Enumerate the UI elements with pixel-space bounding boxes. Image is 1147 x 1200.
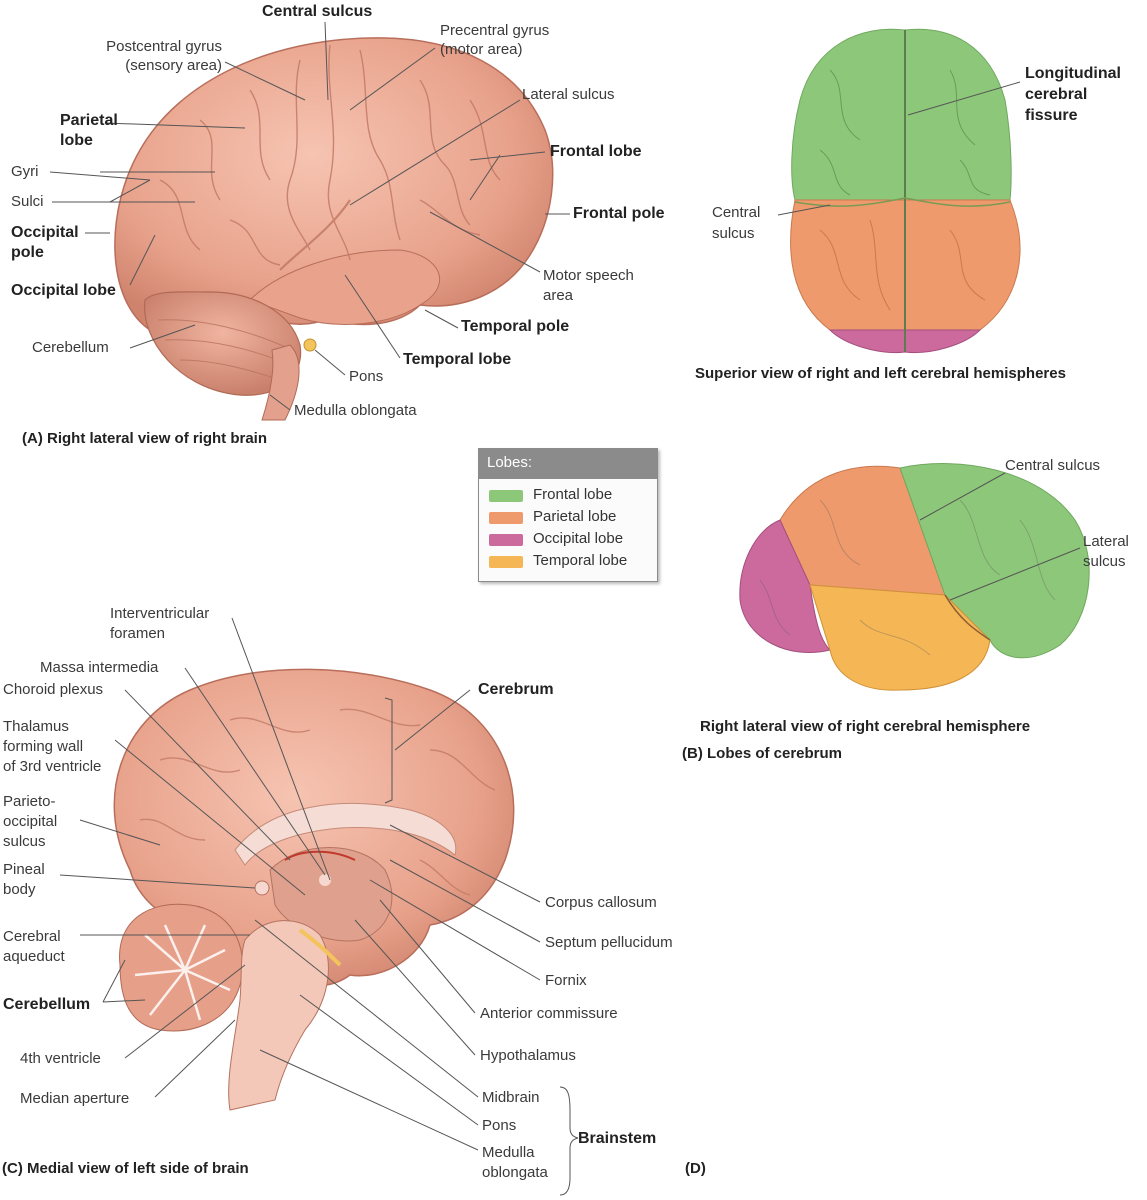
label-gyri: Gyri	[11, 163, 39, 180]
label-thalamus-3: of 3rd ventricle	[3, 758, 102, 775]
label-thalamus-2: forming wall	[3, 738, 84, 755]
label-hypothalamus: Hypothalamus	[480, 1047, 576, 1064]
caption-panel-d: (D)	[685, 1160, 706, 1177]
label-parietal-lobe-2: lobe	[60, 132, 93, 149]
legend-item-parietal: Parietal lobe	[489, 507, 657, 529]
label-parieto-occipital-sulcus: Parieto-	[3, 793, 56, 810]
label-lateral-sulcus-b-2: sulcus	[1083, 553, 1126, 570]
label-parieto-occipital-sulcus-3: sulcus	[3, 833, 46, 850]
label-fornix: Fornix	[545, 972, 587, 989]
label-longitudinal-fissure-3: fissure	[1025, 107, 1078, 124]
label-medulla-c: Medulla	[482, 1144, 535, 1161]
label-medulla-c-2: oblongata	[482, 1164, 548, 1181]
label-longitudinal-fissure: Longitudinal	[1025, 65, 1121, 82]
caption-panel-a: (A) Right lateral view of right brain	[22, 430, 268, 447]
label-central-sulcus-superior-2: sulcus	[712, 225, 755, 242]
label-postcentral-gyrus: Postcentral gyrus	[106, 38, 222, 55]
legend-swatch-frontal	[489, 490, 523, 502]
label-central-sulcus-lateral: Central sulcus	[1005, 457, 1101, 474]
legend-swatch-temporal	[489, 556, 523, 568]
label-pons-c: Pons	[482, 1117, 517, 1134]
legend-item-frontal: Frontal lobe	[489, 485, 657, 507]
legend-swatch-parietal	[489, 512, 523, 524]
label-central-sulcus-superior: Central	[712, 204, 761, 221]
lateral-lobes-illustration	[739, 463, 1090, 691]
label-medulla-a: Medulla oblongata	[294, 402, 417, 419]
label-interventricular-foramen: Interventricular	[110, 605, 210, 622]
label-anterior-commissure: Anterior commissure	[480, 1005, 618, 1022]
legend-swatch-occipital	[489, 534, 523, 546]
caption-lateral-view: Right lateral view of right cerebral hem…	[700, 718, 1031, 735]
caption-superior-view: Superior view of right and left cerebral…	[695, 365, 1066, 382]
label-cerebral-aqueduct: Cerebral	[3, 928, 61, 945]
label-sensory-area: (sensory area)	[125, 57, 222, 74]
label-motor-area: (motor area)	[440, 41, 523, 58]
caption-panel-c: (C) Medial view of left side of brain	[2, 1160, 249, 1177]
label-thalamus: Thalamus	[3, 718, 69, 735]
label-massa-intermedia: Massa intermedia	[40, 659, 159, 676]
label-median-aperture: Median aperture	[20, 1090, 130, 1107]
caption-panel-b: (B) Lobes of cerebrum	[682, 745, 843, 762]
label-choroid-plexus: Choroid plexus	[3, 681, 104, 698]
label-temporal-pole: Temporal pole	[461, 318, 570, 335]
label-cerebellum-a: Cerebellum	[32, 339, 109, 356]
lateral-brain-illustration	[114, 37, 554, 421]
leader-lines	[49, 21, 1081, 1196]
label-temporal-lobe: Temporal lobe	[403, 351, 512, 368]
label-cerebellum-c: Cerebellum	[3, 996, 91, 1013]
label-longitudinal-fissure-2: cerebral	[1025, 86, 1088, 103]
label-motor-speech-area: Motor speech	[543, 267, 634, 284]
lobes-legend: Lobes: Frontal lobe Parietal lobe Occipi…	[478, 448, 658, 582]
label-brainstem: Brainstem	[578, 1130, 657, 1147]
label-sulci: Sulci	[11, 193, 44, 210]
label-precentral-gyrus: Precentral gyrus	[440, 22, 550, 39]
label-corpus-callosum: Corpus callosum	[545, 894, 657, 911]
label-frontal-lobe: Frontal lobe	[550, 143, 642, 160]
label-cerebral-aqueduct-2: aqueduct	[3, 948, 65, 965]
label-midbrain: Midbrain	[482, 1089, 540, 1106]
label-pineal-body: Pineal	[3, 861, 45, 878]
label-parieto-occipital-sulcus-2: occipital	[3, 813, 58, 830]
label-frontal-pole: Frontal pole	[573, 205, 665, 222]
label-central-sulcus: Central sulcus	[262, 3, 373, 20]
label-cerebrum: Cerebrum	[478, 681, 554, 698]
label-occipital-lobe: Occipital lobe	[11, 282, 116, 299]
label-fourth-ventricle: 4th ventricle	[20, 1050, 101, 1067]
label-lateral-sulcus: Lateral sulcus	[522, 86, 615, 103]
label-parietal-lobe: Parietal	[60, 112, 118, 129]
label-occipital-pole-2: pole	[11, 244, 44, 261]
label-occipital-pole: Occipital	[11, 224, 79, 241]
label-interventricular-foramen-2: foramen	[110, 625, 166, 642]
superior-view-illustration	[790, 28, 1021, 354]
medial-brain-illustration	[113, 668, 515, 1111]
legend-item-temporal: Temporal lobe	[489, 551, 657, 573]
label-motor-speech-area-2: area	[543, 287, 574, 304]
label-septum-pellucidum: Septum pellucidum	[545, 934, 673, 951]
label-lateral-sulcus-b: Lateral	[1083, 533, 1129, 550]
legend-title: Lobes:	[479, 449, 657, 479]
label-pons-a: Pons	[349, 368, 384, 385]
label-pineal-body-2: body	[3, 881, 36, 898]
legend-item-occipital: Occipital lobe	[489, 529, 657, 551]
